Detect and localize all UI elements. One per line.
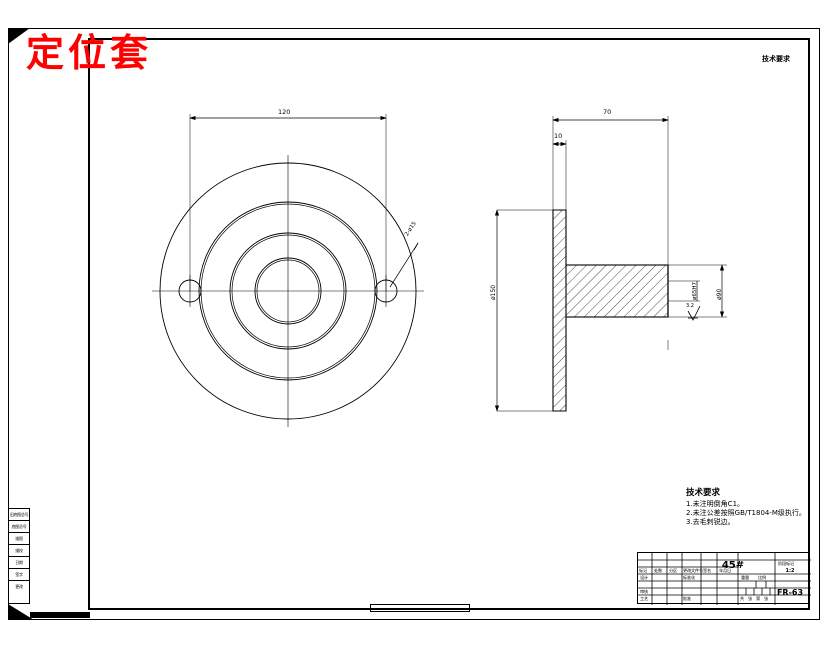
corner-wedge-bottom-left bbox=[8, 604, 34, 620]
margin-row: 描图 bbox=[9, 533, 29, 545]
margin-row: 描校 bbox=[9, 545, 29, 557]
margin-row: 日期 bbox=[9, 557, 29, 569]
tech-note: 2.未注公差按照GB/T1804-M级执行。 bbox=[686, 509, 806, 517]
page-title-red: 定位套 bbox=[26, 31, 153, 75]
tb-cell-design: 设计 bbox=[640, 575, 648, 580]
margin-row: 签字 bbox=[9, 569, 29, 581]
dim-surface-finish: 3.2 bbox=[686, 303, 694, 309]
tb-cell-date: 年月日 bbox=[719, 568, 731, 573]
tech-note: 1.未注明倒角C1。 bbox=[686, 500, 745, 508]
title-block-material: 45# bbox=[721, 560, 745, 571]
margin-row: 旧底图总号 bbox=[9, 509, 29, 521]
dim-bolt-circle: 120 bbox=[278, 108, 291, 116]
bottom-center-strip: · · · · · · bbox=[370, 604, 470, 612]
tech-note: 3.去毛刺锐边。 bbox=[686, 518, 735, 526]
dim-bore-diameter: ø65H7 bbox=[692, 282, 698, 300]
dim-boss-diameter: ø90 bbox=[716, 288, 723, 300]
tb-cell-total2: 张 bbox=[748, 596, 752, 601]
tb-cell-stage: 阶段标记 bbox=[778, 561, 794, 566]
title-block: 标记 处数 分区 更改文件号 签名 年月日 设计 标准化 审核 工艺 批准 重量… bbox=[637, 552, 811, 605]
tech-requirements-heading: 技术要求 bbox=[686, 488, 721, 498]
tb-cell-weight: 重量 bbox=[741, 575, 749, 580]
tb-cell-review: 审核 bbox=[640, 589, 648, 594]
tb-cell-approve: 批准 bbox=[683, 596, 691, 601]
title-block-grid bbox=[638, 553, 811, 605]
tb-cell-total3: 第 bbox=[756, 596, 760, 601]
paper-outer-border bbox=[8, 28, 820, 620]
margin-row: 更改 bbox=[15, 584, 23, 589]
tb-cell-mark: 标记 bbox=[639, 568, 647, 573]
dim-flange-thickness: 10 bbox=[554, 132, 563, 140]
top-right-label: 技术要求 bbox=[762, 55, 790, 63]
tb-cell-signature: 签名 bbox=[703, 568, 711, 573]
tb-cell-total1: 共 bbox=[740, 596, 744, 601]
tb-cell-process: 工艺 bbox=[640, 596, 648, 601]
margin-revision-strip: 旧底图总号 底图总号 描图 描校 日期 签字 更改 bbox=[8, 508, 30, 604]
title-block-drawing-code: FR-63 bbox=[776, 588, 804, 597]
tb-cell-count: 处数 bbox=[654, 568, 662, 573]
tb-cell-changefile: 更改文件号 bbox=[683, 568, 703, 573]
dim-outer-diameter: ø150 bbox=[490, 284, 497, 300]
margin-row: 底图总号 bbox=[9, 521, 29, 533]
tb-cell-ratio: 比例 bbox=[758, 575, 766, 580]
tb-cell-total4: 张 bbox=[764, 596, 768, 601]
corner-wedge-top-left bbox=[8, 28, 30, 44]
tech-requirements-block: 技术要求 1.未注明倒角C1。 2.未注公差按照GB/T1804-M级执行。 3… bbox=[686, 486, 826, 527]
title-block-scale: 1:2 bbox=[785, 568, 795, 574]
tb-cell-zone: 分区 bbox=[669, 568, 677, 573]
drawing-frame bbox=[88, 38, 810, 610]
dim-total-length: 70 bbox=[603, 108, 612, 116]
bottom-left-bar bbox=[30, 612, 90, 618]
tb-cell-standardize: 标准化 bbox=[683, 575, 695, 580]
